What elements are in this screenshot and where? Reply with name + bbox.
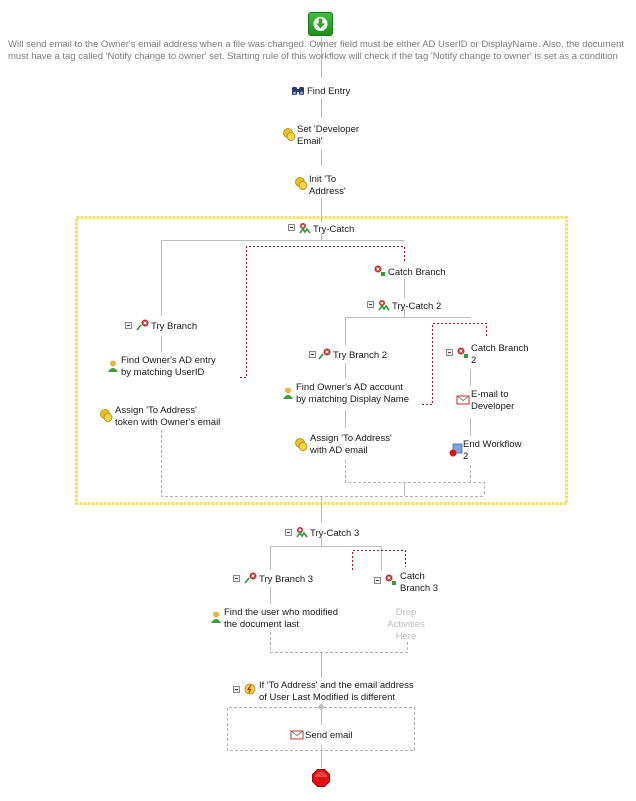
if-condition-activity[interactable]: If 'To Address' and the email address of… (259, 680, 414, 703)
find-owner-ad-account-activity[interactable]: Find Owner's AD account by matching Disp… (296, 382, 409, 405)
try-branch-2-activity[interactable]: Try Branch 2 (333, 350, 388, 361)
try-catch-activity[interactable]: Try-Catch (313, 224, 355, 235)
init-to-address-activity[interactable]: Init 'To Address' (309, 174, 346, 197)
drop-activities-placeholder[interactable]: Drop Activities Here (387, 607, 425, 642)
collapse-minus-icon[interactable] (374, 577, 381, 584)
workflow-description: Will send email to the Owner's email add… (8, 39, 624, 62)
try-catch-icon (244, 571, 258, 585)
token-coin-icon (294, 437, 308, 451)
find-entry-activity[interactable]: Find Entry (307, 86, 351, 97)
condition-icon (243, 682, 257, 696)
try-catch-icon (384, 573, 398, 587)
email-envelope-icon (290, 728, 304, 742)
collapse-minus-icon[interactable] (309, 351, 316, 358)
try-catch-icon (295, 525, 309, 539)
catch-branch-2-activity[interactable]: Catch Branch 2 (471, 343, 529, 366)
try-catch-icon (136, 318, 150, 332)
collapse-minus-icon[interactable] (446, 349, 453, 356)
start-arrow-down-icon[interactable] (308, 12, 333, 36)
set-developer-email-activity[interactable]: Set 'Developer Email' (297, 124, 360, 147)
token-coin-icon (99, 408, 113, 422)
find-owner-ad-entry-activity[interactable]: Find Owner's AD entry by matching UserID (121, 355, 216, 378)
email-to-developer-activity[interactable]: E-mail to Developer (471, 389, 515, 412)
try-branch-3-activity[interactable]: Try Branch 3 (259, 574, 314, 585)
stop-octagon-icon[interactable] (312, 769, 330, 787)
try-catch-icon (298, 221, 312, 235)
user-icon (209, 610, 223, 624)
catch-branch-activity[interactable]: Catch Branch (388, 267, 446, 278)
token-coin-icon (282, 127, 296, 141)
assign-to-address-2-activity[interactable]: Assign 'To Address' with AD email (310, 433, 392, 456)
try-branch-activity[interactable]: Try Branch (151, 321, 198, 332)
token-coin-icon (294, 176, 308, 190)
try-catch-icon (318, 347, 332, 361)
find-user-modified-activity[interactable]: Find the user who modified the document … (224, 607, 339, 630)
try-catch-2-activity[interactable]: Try-Catch 2 (392, 301, 442, 312)
collapse-minus-icon[interactable] (233, 686, 240, 693)
collapse-minus-icon[interactable] (285, 529, 292, 536)
binoculars-icon (291, 83, 305, 97)
end-workflow-icon (449, 443, 463, 457)
try-catch-icon (373, 264, 387, 278)
try-catch-3-activity[interactable]: Try-Catch 3 (310, 528, 360, 539)
collapse-minus-icon[interactable] (367, 301, 374, 308)
assign-to-address-activity[interactable]: Assign 'To Address' token with Owner's e… (115, 405, 221, 428)
send-email-activity[interactable]: Send email (305, 730, 353, 741)
user-icon (106, 359, 120, 373)
try-catch-icon (377, 298, 391, 312)
collapse-minus-icon[interactable] (288, 224, 295, 231)
catch-branch-3-activity[interactable]: Catch Branch 3 (400, 571, 439, 594)
try-catch-icon (456, 346, 470, 360)
user-icon (281, 386, 295, 400)
email-envelope-icon (456, 393, 470, 407)
collapse-minus-icon[interactable] (125, 322, 132, 329)
end-workflow-2-activity[interactable]: End Workflow 2 (463, 439, 522, 462)
collapse-minus-icon[interactable] (233, 575, 240, 582)
